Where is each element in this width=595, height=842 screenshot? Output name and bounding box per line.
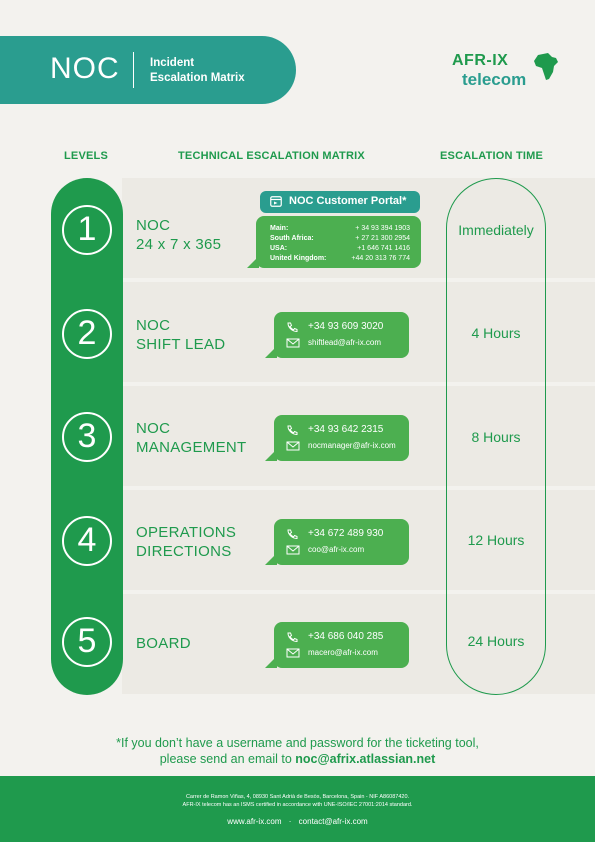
level-2-role-line1: NOC [136,317,171,334]
level-2-role: NOC SHIFT LEAD [136,316,225,354]
level-5-email: macero@afr-ix.com [286,647,378,658]
level-3-contact-card: +34 93 642 2315 nocmanager@afr-ix.com [265,415,409,461]
footer-address-line2: AFR-IX telecom has an ISMS certified in … [182,802,413,808]
column-header-levels: LEVELS [64,150,108,162]
level-5-phone: +34 686 040 285 [286,631,383,642]
portal-row-value[interactable]: +1 646 741 1416 [357,245,410,252]
mail-icon [286,338,300,348]
logo-text-line2: telecom [462,70,527,89]
portal-title: NOC Customer Portal* [289,195,407,207]
footnote-email-link[interactable]: noc@afrix.atlassian.net [295,752,436,766]
footer: Carrer de Ramon Viñas, 4, 08930 Sant Adr… [0,776,595,842]
footnote-line2: please send an email to noc@afrix.atlass… [0,751,595,767]
level-4-time: 12 Hours [467,532,525,548]
level-4-contact-card: +34 672 489 930 coo@afr-ix.com [265,519,409,565]
portal-row-value[interactable]: + 34 93 394 1903 [355,225,410,232]
level-3-role-line1: NOC [136,420,171,437]
footer-contact-link[interactable]: contact@afr-ix.com [298,817,368,826]
column-header-matrix: TECHNICAL ESCALATION MATRIX [178,150,365,162]
level-2-contact-card: +34 93 609 3020 shiftlead@afr-ix.com [265,312,409,358]
portal-row-label: United Kingdom: [270,255,327,262]
level-3-time: 8 Hours [471,429,521,445]
level-5-contact-card: +34 686 040 285 macero@afr-ix.com [265,622,409,668]
level-5-phone-number[interactable]: +34 686 040 285 [308,631,384,643]
level-number-1: 1 [62,205,112,255]
level-4-role-line1: OPERATIONS [136,524,237,541]
level-3-email-address[interactable]: nocmanager@afr-ix.com [308,441,396,451]
phone-icon [287,322,298,332]
level-4-role-line2: DIRECTIONS [136,543,232,560]
portal-row-label: USA: [270,245,288,252]
browser-icon [270,196,282,207]
mail-icon [286,545,300,555]
mail-icon [286,441,300,451]
footer-address: Carrer de Ramon Viñas, 4, 08930 Sant Adr… [0,793,595,809]
header-subtitle: Incident Escalation Matrix [150,56,245,86]
footnote-line2-prefix: please send an email to [159,752,296,766]
level-1-role-line1: NOC [136,217,171,234]
level-1-role-line2: 24 x 7 x 365 [136,236,222,253]
level-5-time: 24 Hours [467,633,525,649]
column-header-time: ESCALATION TIME [440,150,544,162]
mail-icon [286,648,300,658]
portal-row-label: Main: [270,225,289,232]
footer-address-line1: Carrer de Ramon Viñas, 4, 08930 Sant Adr… [185,794,410,800]
footer-website-link[interactable]: www.afr-ix.com [227,817,282,826]
level-1-role: NOC 24 x 7 x 365 [136,216,221,254]
level-4-phone: +34 672 489 930 [286,528,383,539]
header-title: NOC [50,52,120,85]
level-3-phone: +34 93 642 2315 [286,424,383,435]
footnote-line1: *If you don’t have a username and passwo… [116,736,479,750]
header-subtitle-line1: Incident [150,57,195,69]
phone-icon [287,529,298,539]
level-number-2: 2 [62,309,112,359]
level-2-phone-number[interactable]: +34 93 609 3020 [308,321,384,333]
footer-separator: · [288,817,292,826]
level-1-time: Immediately [458,222,534,238]
level-3-email: nocmanager@afr-ix.com [286,440,396,451]
portal-row-value[interactable]: + 27 21 300 2954 [355,235,410,242]
level-2-email: shiftlead@afr-ix.com [286,337,381,348]
level-3-phone-number[interactable]: +34 93 642 2315 [308,424,384,436]
level-2-time: 4 Hours [471,325,521,341]
escalation-time-column [446,178,546,695]
phone-icon [287,632,298,642]
portal-row-label: South Africa: [270,235,314,242]
level-4-email: coo@afr-ix.com [286,544,364,555]
footer-links: www.afr-ix.com · contact@afr-ix.com [0,817,595,826]
africa-map-icon [534,53,558,80]
level-3-role-line2: MANAGEMENT [136,439,247,456]
level-5-email-address[interactable]: macero@afr-ix.com [308,648,378,658]
logo-text-line1: AFR-IX [452,52,509,69]
level-3-role: NOC MANAGEMENT [136,419,247,457]
level-number-4: 4 [62,516,112,566]
company-logo: AFR-IX telecom [452,52,562,92]
phone-icon [287,425,298,435]
portal-header[interactable]: NOC Customer Portal* [260,191,420,213]
header-subtitle-line2: Escalation Matrix [150,72,245,84]
footnote: *If you don’t have a username and passwo… [0,735,595,767]
header-banner [0,36,296,104]
level-2-phone: +34 93 609 3020 [286,321,383,332]
level-number-5: 5 [62,617,112,667]
level-5-role: BOARD [136,634,191,653]
portal-phone-list: Main: + 34 93 394 1903 South Africa: + 2… [247,216,421,268]
portal-row-value[interactable]: +44 20 313 76 774 [351,255,410,262]
level-number-3: 3 [62,412,112,462]
level-4-email-address[interactable]: coo@afr-ix.com [308,545,365,555]
header-divider [133,52,134,88]
level-4-role: OPERATIONS DIRECTIONS [136,523,236,561]
level-5-role-line1: BOARD [136,635,191,652]
level-2-role-line2: SHIFT LEAD [136,336,226,353]
level-2-email-address[interactable]: shiftlead@afr-ix.com [308,338,382,348]
level-4-phone-number[interactable]: +34 672 489 930 [308,528,384,540]
